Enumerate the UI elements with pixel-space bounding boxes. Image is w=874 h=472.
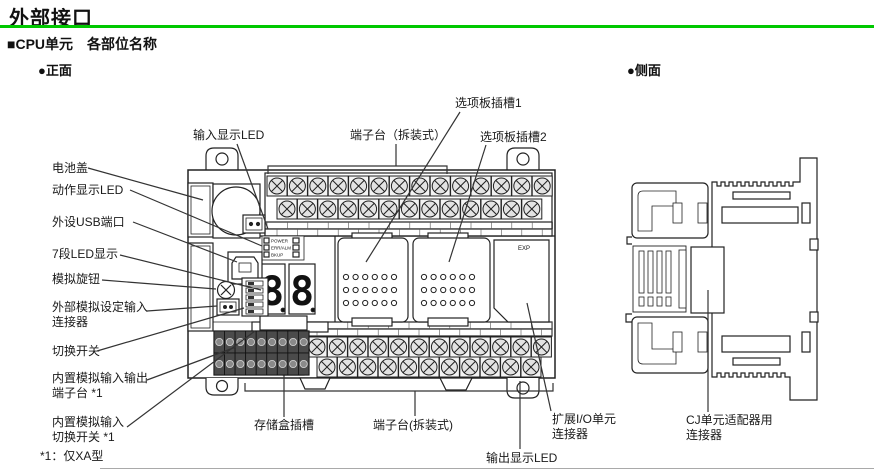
label-seven-seg-led: 7段LED显示 [52, 247, 119, 261]
bkup-led-label: BKUP [271, 253, 283, 258]
label-builtin-analog-switch: 内置模拟输入 切换开关 *1 [52, 415, 125, 444]
terminal-block-top [264, 172, 553, 237]
label-cj-adapter: CJ单元适配器用 连接器 [686, 413, 773, 442]
label-memory-slot: 存储盒插槽 [254, 418, 315, 432]
side-view [625, 157, 819, 412]
operation-led-block: POWER ERR/ALM BKUP [261, 235, 305, 261]
leader-lines [87, 111, 554, 449]
label-exp-connector: 扩展I/O单元 连接器 [552, 412, 617, 441]
exp-marking: EXP [518, 246, 530, 252]
section-title: ■CPU单元 各部位名称 [7, 36, 158, 52]
bottom-rule [100, 468, 874, 469]
label-toggle-switch: 切换开关 [52, 344, 101, 358]
memory-cassette-slot [259, 315, 308, 331]
option-board-slot-2 [412, 232, 491, 327]
label-analog-knob: 模拟旋钮 [52, 272, 101, 286]
label-ext-analog-connector: 外部模拟设定输入 连接器 [52, 300, 149, 329]
side-view-heading: ●侧面 [627, 63, 661, 78]
erralm-led-label: ERR/ALM [271, 246, 291, 251]
title-underline [0, 25, 874, 28]
label-builtin-analog-terminal: 内置模拟输入输出 端子台 *1 [52, 371, 149, 400]
label-run-led: 动作显示LED [52, 183, 124, 197]
seg-digit-2: 8 [290, 269, 314, 315]
dip-switch-bank [241, 277, 269, 317]
option-board-slot-1 [337, 232, 409, 327]
label-option-slot2: 选项板插槽2 [480, 130, 547, 144]
label-output-led: 输出显示LED [486, 451, 558, 465]
expansion-connector: EXP [493, 239, 550, 323]
label-usb-port: 外设USB端口 [52, 215, 125, 229]
label-terminal-top: 端子台（拆装式） [350, 128, 447, 142]
label-option-slot1: 选项板插槽1 [455, 96, 522, 110]
label-input-led: 输入显示LED [193, 128, 265, 142]
label-terminal-bottom: 端子台(拆装式) [373, 418, 453, 432]
battery-cover [187, 182, 266, 239]
usb-port [227, 251, 263, 285]
label-note-xa: *1：仅XA型 [40, 449, 104, 463]
power-led-label: POWER [271, 239, 289, 244]
label-battery-cover: 电池盖 [52, 161, 89, 175]
page-title: 外部接口 [9, 8, 93, 30]
front-view: OUT [187, 147, 556, 417]
front-view-heading: ●正面 [38, 63, 72, 78]
analog-knob [216, 280, 236, 300]
